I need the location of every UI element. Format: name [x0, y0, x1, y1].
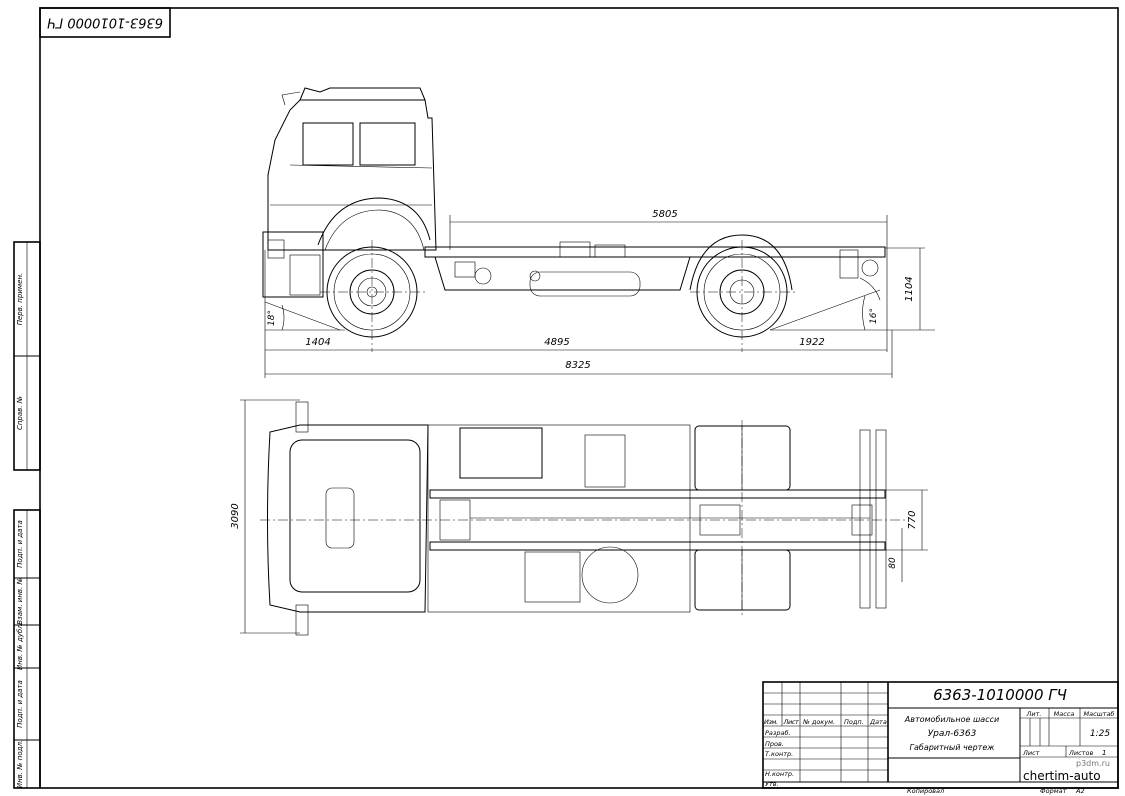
title-name-line: Урал-6363 [928, 729, 977, 739]
dim-front-overhang: 1404 [305, 337, 330, 348]
rotated-stamp: 6363-1010000 ГЧ [39, 7, 171, 38]
format-value: A2 [1075, 787, 1085, 795]
col-label: Лист [783, 718, 799, 726]
title-name-line: Габаритный чертеж [910, 743, 996, 752]
top-view-truck [260, 401, 905, 636]
strip-label: Подп. и дата [16, 680, 24, 728]
sheets-label: Листов [1068, 749, 1093, 757]
role-label: Утв. [765, 780, 779, 788]
designation: 6363-1010000 ГЧ [933, 686, 1067, 704]
format-label: Формат [1040, 787, 1067, 795]
dim-overall-width: 3090 [230, 503, 241, 528]
strip-label: Взам. инв. № [16, 577, 24, 625]
dim-overall-length: 8325 [565, 360, 590, 371]
mass-label: Масса [1054, 710, 1075, 718]
dim-frame-width: 770 [907, 510, 918, 529]
lit-label: Лит. [1026, 710, 1042, 718]
copied-label: Копировал [907, 787, 944, 795]
strip-label: Справ. № [16, 396, 24, 430]
top-view-dimensions: 3090 770 80 [230, 399, 928, 634]
col-label: Подп. [844, 718, 864, 726]
dim-offset: 80 [888, 557, 898, 569]
watermark: p3dm.ru [1076, 759, 1110, 768]
role-label: Н.контр. [765, 770, 794, 778]
side-view-truck [262, 87, 935, 352]
title-name-line: Автомобильное шасси [904, 715, 999, 724]
scale-value: 1:25 [1090, 729, 1110, 739]
side-view-dimensions: 5805 1404 4895 1922 8325 1104 18° 16° [264, 209, 925, 378]
role-label: Разраб. [765, 729, 791, 737]
dim-wheelbase: 4895 [544, 337, 569, 348]
stamp-code: 6363-1010000 ГЧ [47, 15, 163, 30]
dim-rear-overhang: 1922 [799, 337, 824, 348]
col-label: Дата [869, 718, 887, 726]
sheet-border [39, 7, 1119, 789]
dim-frame-height: 1104 [904, 276, 915, 301]
side-strip: Перв. примен. Справ. № Подп. и дата Взам… [13, 241, 41, 789]
organization: chertim-auto [1023, 769, 1101, 783]
role-label: Т.контр. [765, 750, 793, 758]
dim-departure-angle: 16° [869, 308, 879, 324]
dim-approach-angle: 18° [267, 310, 277, 326]
strip-label: Инв. № дубл. [16, 622, 24, 670]
sheet-label: Лист [1022, 749, 1040, 757]
title-block: Изм. Лист № докум. Подп. Дата Разраб. Пр… [762, 681, 1119, 795]
strip-label: Подп. и дата [16, 520, 24, 568]
col-label: № докум. [802, 718, 835, 726]
strip-label: Инв. № подл. [16, 740, 24, 788]
scale-label: Масштаб [1084, 710, 1115, 718]
dim-frame-length: 5805 [652, 209, 677, 220]
role-label: Пров. [765, 740, 784, 748]
strip-label: Перв. примен. [16, 273, 24, 326]
col-label: Изм. [764, 718, 778, 726]
sheets-value: 1 [1102, 749, 1106, 757]
